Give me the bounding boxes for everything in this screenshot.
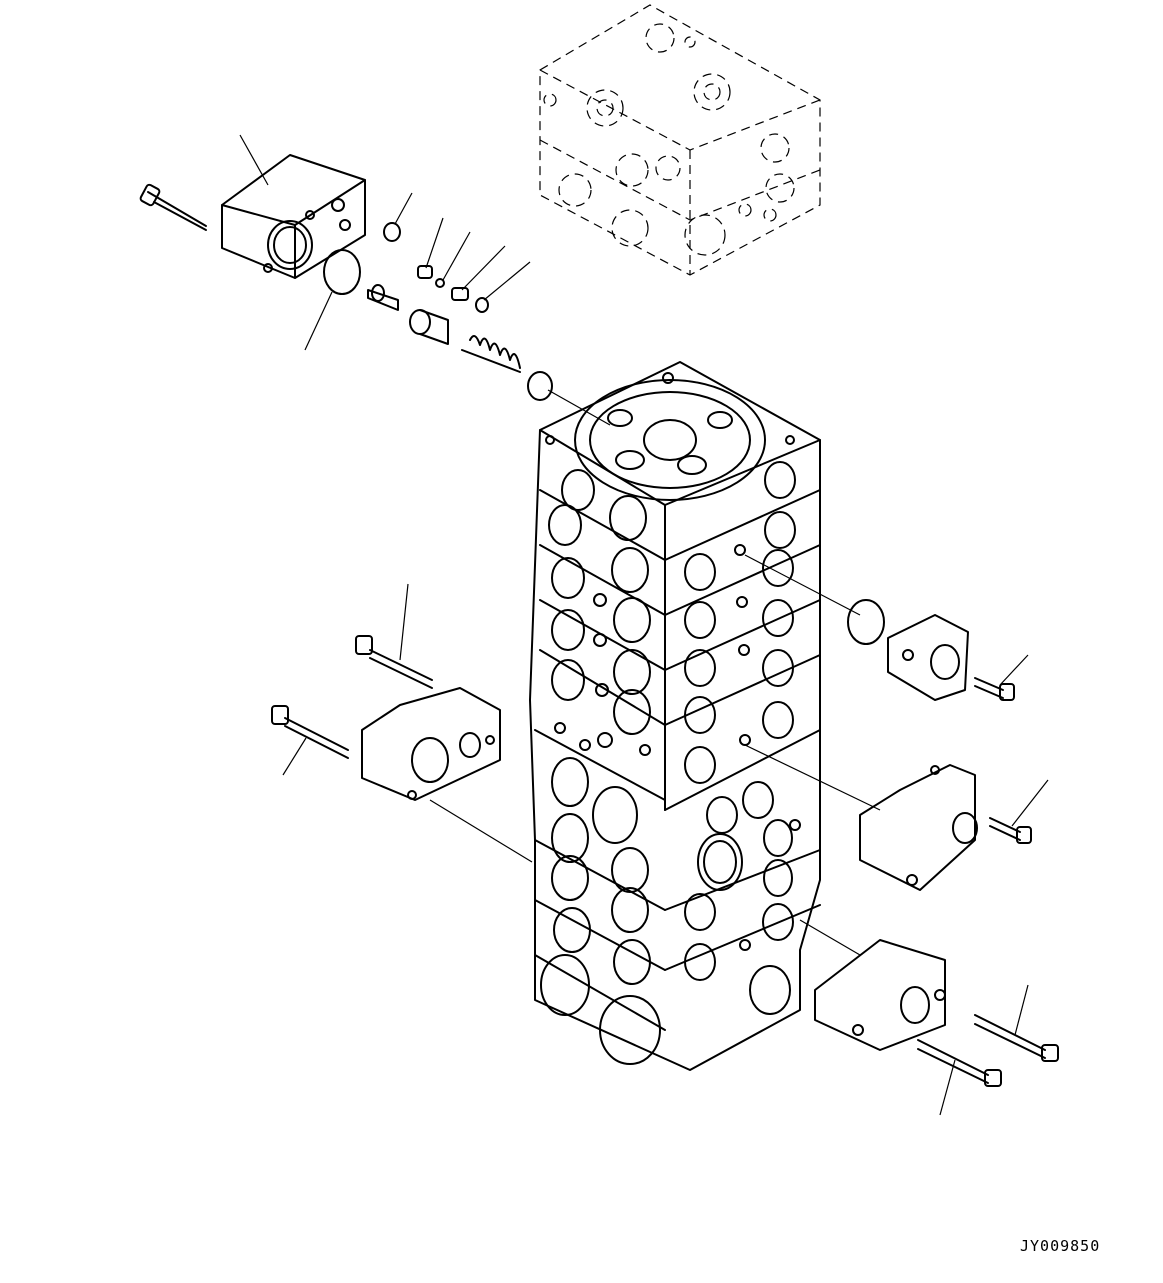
leader-lines xyxy=(239,134,1049,1116)
drawing-reference-code: JY009850 xyxy=(1020,1237,1101,1255)
bolt-right-lower-a xyxy=(974,1014,1059,1062)
right-face-ports xyxy=(684,461,801,1015)
cover-left-middle xyxy=(361,687,501,801)
bolt-left-a xyxy=(355,635,433,689)
sleeve xyxy=(409,309,449,345)
cover-right-lower xyxy=(814,939,946,1051)
o-ring-right xyxy=(847,599,885,645)
cover-right-middle xyxy=(859,764,978,891)
bolt-right-upper xyxy=(974,677,1015,701)
cover-right-upper xyxy=(887,614,969,701)
left-face-ports xyxy=(540,469,661,1065)
cover-bolt-upper-left xyxy=(139,183,207,231)
bolt-left-b xyxy=(271,705,349,759)
spring-seat xyxy=(527,371,553,401)
bolt-right-middle xyxy=(989,817,1032,844)
bolt-right-lower-b xyxy=(917,1039,1002,1087)
ball xyxy=(435,278,445,288)
assembly-center-lines xyxy=(429,389,881,956)
spool-piston xyxy=(367,284,399,311)
end-cover-upper-left xyxy=(221,154,366,279)
spring xyxy=(461,335,521,373)
main-valve-stack xyxy=(529,361,821,1071)
o-ring-small-2 xyxy=(475,297,489,313)
plug-1 xyxy=(417,265,433,279)
o-ring-cover xyxy=(323,249,361,295)
top-valve-section-phantom xyxy=(539,4,821,276)
plug-2 xyxy=(451,287,469,301)
o-ring-small-1 xyxy=(383,222,401,242)
